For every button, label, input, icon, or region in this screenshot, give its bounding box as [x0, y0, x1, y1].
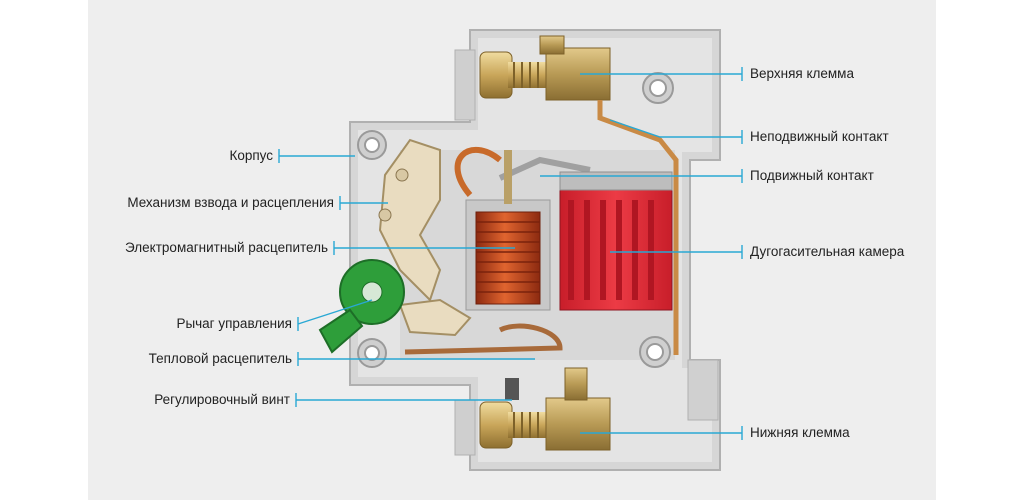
leader-bottom-terminal	[580, 426, 743, 440]
label-fixed-contact: Неподвижный контакт	[750, 129, 889, 144]
label-control-lever: Рычаг управления	[176, 316, 292, 331]
arc-chamber	[559, 171, 673, 311]
bottom-terminal	[479, 367, 611, 451]
leader-fixed-contact	[609, 119, 743, 144]
leader-arc-chamber	[610, 245, 743, 259]
control-lever	[318, 259, 405, 354]
fixed-contact	[597, 100, 679, 355]
trip-mechanism	[378, 138, 472, 337]
label-top-terminal: Верхняя клемма	[750, 66, 854, 81]
moving-contact	[498, 156, 591, 181]
label-bottom-terminal: Нижняя клемма	[750, 425, 850, 440]
leader-thermal	[297, 352, 535, 366]
leader-electromagnetic	[333, 241, 515, 255]
leader-top-terminal	[580, 67, 743, 81]
adjusting-screw	[505, 378, 519, 400]
label-mechanism: Механизм взвода и расцепления	[127, 195, 334, 210]
label-thermal-release: Тепловой расцепитель	[148, 351, 292, 366]
top-terminal	[479, 35, 611, 101]
leader-moving-contact	[540, 169, 743, 183]
leader-korpus	[278, 149, 355, 163]
mounting-holes	[357, 72, 674, 368]
label-moving-contact: Подвижный контакт	[750, 168, 874, 183]
label-arc-chamber: Дугогасительная камера	[750, 244, 905, 259]
electromagnetic-coil	[454, 147, 551, 311]
leader-lever	[297, 299, 373, 331]
leader-mechanism	[339, 196, 388, 210]
leader-screw	[295, 393, 512, 407]
label-korpus: Корпус	[229, 148, 273, 163]
leader-lines	[278, 67, 743, 440]
label-electromagnetic-release: Электромагнитный расцепитель	[125, 240, 328, 255]
thermal-release	[404, 323, 563, 355]
label-adjusting-screw: Регулировочный винт	[154, 392, 290, 407]
